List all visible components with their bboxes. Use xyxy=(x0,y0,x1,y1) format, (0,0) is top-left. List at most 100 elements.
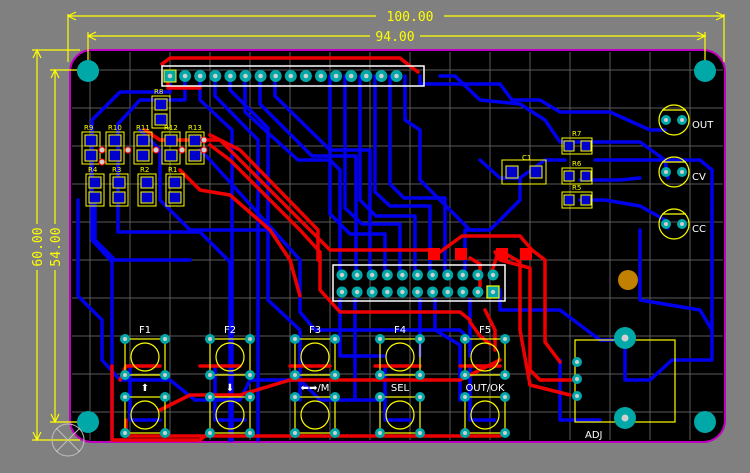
button-label: SEL xyxy=(391,383,410,394)
button-pin-hole xyxy=(463,373,467,377)
button-outline xyxy=(124,338,166,376)
button-outline xyxy=(379,338,421,376)
button-label: F4 xyxy=(394,325,406,336)
header-pin-hole xyxy=(318,73,324,79)
dimension-inner-width: 94.00 xyxy=(375,30,414,45)
header-center-pins xyxy=(336,269,500,299)
header-pin-hole xyxy=(197,73,203,79)
button-pin-hole xyxy=(503,373,507,377)
resistor-label: R1 xyxy=(168,166,177,174)
button-outline xyxy=(209,338,251,376)
connector-pin-hole xyxy=(490,289,496,295)
connector-pin-hole xyxy=(370,272,375,278)
led-outline xyxy=(658,208,690,240)
push-button-top-2: F2 xyxy=(205,325,255,380)
button-pin-hole xyxy=(123,395,127,399)
resistor-outline xyxy=(151,95,171,129)
led-pin-hole xyxy=(680,118,684,122)
connector-pin-hole xyxy=(445,272,450,278)
connector-pin-hole xyxy=(400,272,405,278)
resistor-pad xyxy=(84,149,98,162)
push-button-bottom-3: ⬅➡/M xyxy=(290,383,340,438)
led-label-cc: CC xyxy=(692,224,706,235)
connector-pin-hole xyxy=(370,289,375,295)
dimension-inner-height: 54.00 xyxy=(49,227,64,266)
button-cap xyxy=(215,400,245,430)
button-pin-hole xyxy=(163,395,167,399)
button-pin-hole xyxy=(378,373,382,377)
button-pin-hole xyxy=(378,431,382,435)
push-button-bottom-5: OUT/OK xyxy=(460,383,510,438)
dimension-outer-width: 100.00 xyxy=(387,10,434,25)
button-outline xyxy=(379,396,421,434)
button-pin-hole xyxy=(293,395,297,399)
resistor-pad xyxy=(164,149,178,162)
led-group xyxy=(658,104,690,240)
led-pin-hole xyxy=(664,222,668,226)
connector-pin-hole xyxy=(460,289,465,295)
dimension-outer-height: 60.00 xyxy=(31,227,46,266)
led-pin-hole xyxy=(680,222,684,226)
header-pin-hole xyxy=(379,73,384,79)
connector-pin-hole xyxy=(430,289,435,295)
button-pin-hole xyxy=(293,373,297,377)
header-pin-hole xyxy=(228,73,233,79)
via xyxy=(124,146,132,154)
button-pin-hole xyxy=(333,431,337,435)
via xyxy=(200,146,208,154)
header-pin-hole xyxy=(303,73,309,79)
button-pin-hole xyxy=(463,395,467,399)
connector-pin-hole xyxy=(445,289,450,295)
resistor-outline xyxy=(109,173,129,207)
header-pin-hole xyxy=(167,73,173,79)
led-pin-hole xyxy=(664,170,668,174)
button-cap xyxy=(470,400,500,430)
header-pin-hole xyxy=(258,73,263,79)
resistor-pad xyxy=(168,191,182,204)
resistor-pad xyxy=(164,134,178,147)
resistor-outline xyxy=(165,173,185,207)
connector-pin-hole xyxy=(490,272,496,278)
button-pin-hole xyxy=(248,431,252,435)
resistor-outline xyxy=(85,173,105,207)
resistor-pad xyxy=(112,191,126,204)
button-outline xyxy=(464,338,506,376)
right-smd-components xyxy=(501,137,593,209)
button-outline xyxy=(464,396,506,434)
button-pin-hole xyxy=(208,337,212,341)
led-outline xyxy=(658,156,690,188)
button-pin-hole xyxy=(418,373,422,377)
resistor-pad xyxy=(136,134,150,147)
origin-marker-icon xyxy=(51,423,85,457)
button-pin-hole xyxy=(123,431,127,435)
button-pin-hole xyxy=(333,395,337,399)
pot-label: ADJ xyxy=(585,430,603,441)
push-button-top-4: F4 xyxy=(375,325,425,380)
button-pin-hole xyxy=(503,395,507,399)
button-pin-hole xyxy=(293,337,297,341)
header-top-outline xyxy=(161,65,425,87)
push-button-bottom-4: SEL xyxy=(375,383,425,438)
resistor-outline xyxy=(105,131,125,165)
resistor-label: R3 xyxy=(112,166,121,174)
button-pin-hole xyxy=(503,337,507,341)
connector-pin-hole xyxy=(430,272,435,278)
resistor-label: R2 xyxy=(140,166,149,174)
push-button-top-5: F5 xyxy=(460,325,510,380)
button-cap xyxy=(130,400,160,430)
button-cap xyxy=(470,342,500,372)
resistor-pad xyxy=(112,176,126,189)
connector-pin-hole xyxy=(385,272,390,278)
button-pin-hole xyxy=(463,431,467,435)
resistor-pad xyxy=(168,176,182,189)
led-pin-hole xyxy=(680,170,684,174)
header-pin-hole xyxy=(364,73,369,79)
led-label-out: OUT xyxy=(692,120,714,131)
capacitor-label: C1 xyxy=(522,154,531,162)
button-pin-hole xyxy=(123,373,127,377)
button-pin-hole xyxy=(378,337,382,341)
resistor-pad xyxy=(154,98,168,111)
header-pin-hole xyxy=(243,73,248,79)
button-label: F5 xyxy=(479,325,491,336)
